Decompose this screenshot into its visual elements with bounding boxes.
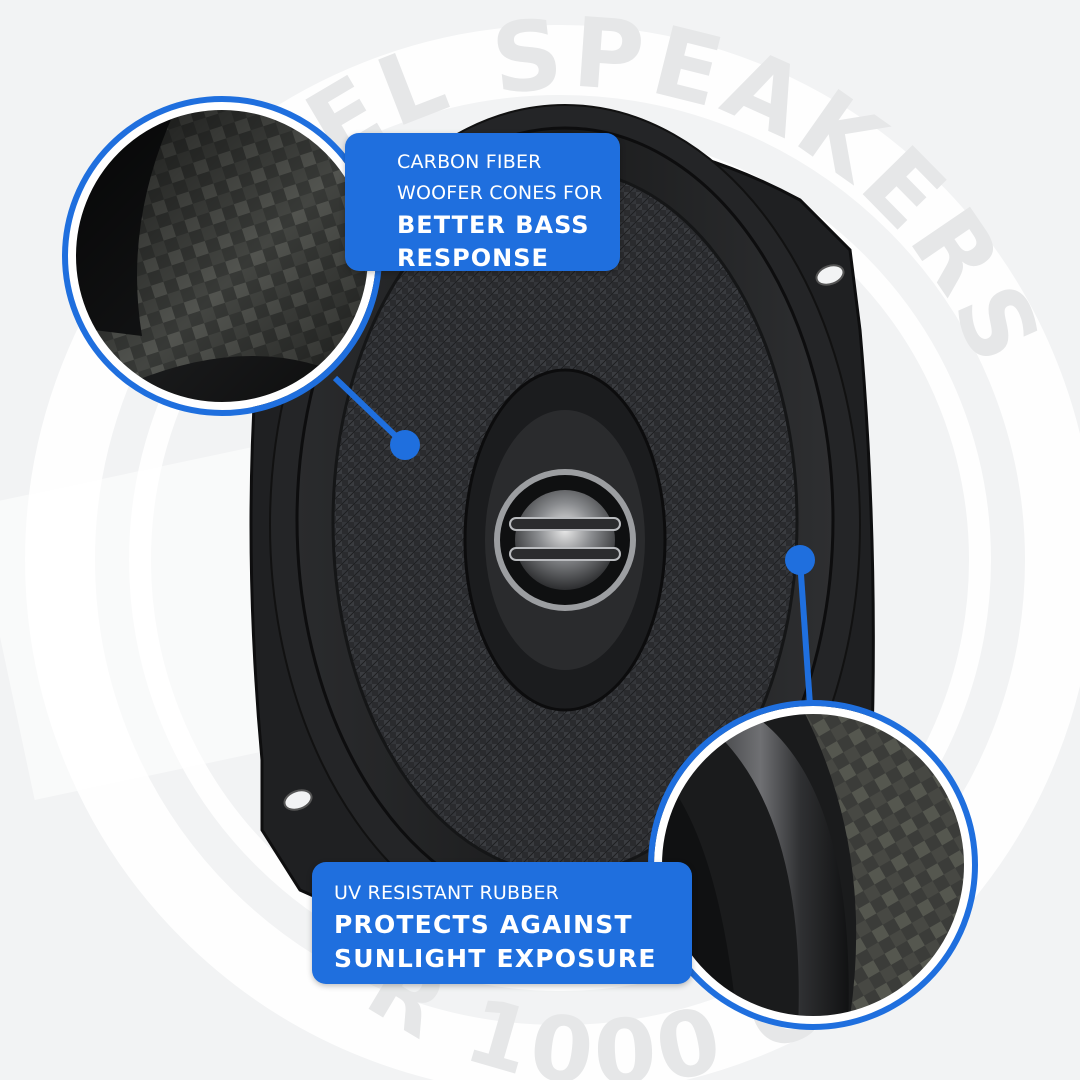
callout-light-line: CARBON FIBER: [397, 151, 542, 173]
callout-carbon-fiber: CARBON FIBER WOOFER CONES FOR BETTER BAS…: [345, 133, 620, 272]
zoom-detail-cone: [62, 96, 382, 416]
callout-bold-line: PROTECTS AGAINST: [334, 910, 633, 939]
zoom-detail-surround: [648, 700, 978, 1030]
tweeter: [494, 469, 636, 611]
callout-light-line: UV RESISTANT RUBBER: [334, 882, 560, 904]
callout-light-line: WOOFER CONES FOR: [397, 182, 603, 204]
mount-hole-top-right: [815, 264, 845, 286]
callout-uv-rubber: UV RESISTANT RUBBER PROTECTS AGAINST SUN…: [312, 862, 692, 984]
callout-bold-line: BETTER BASS: [397, 211, 590, 239]
callout-bold-line: SUNLIGHT EXPOSURE: [334, 944, 657, 973]
mount-hole-bottom-left: [283, 789, 313, 811]
callout-bold-line: RESPONSE: [397, 244, 549, 272]
